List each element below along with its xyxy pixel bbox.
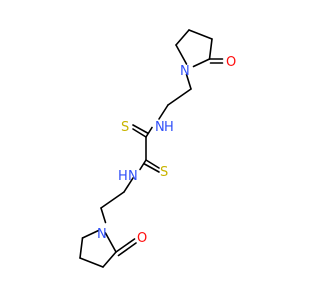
atom-s-upper: S (121, 120, 129, 135)
atom-o-lower: O (137, 231, 147, 246)
atom-n-ring-lower: N (97, 227, 107, 242)
atom-n-amide-upper: N (155, 120, 165, 135)
atom-nh-upper: N H (155, 120, 174, 135)
atom-h-upper: H (164, 120, 174, 135)
atom-s-lower: S (160, 165, 168, 180)
atom-n-amide-lower: N (128, 169, 138, 184)
atom-nh-lower: H N (118, 169, 138, 184)
bond-skeleton (79, 29, 224, 268)
atom-h-lower: H (118, 169, 128, 184)
molecule-structure: O N N H S S H N N O (79, 29, 236, 268)
atom-o-upper: O (226, 55, 236, 70)
atom-n-ring-upper: N (180, 64, 190, 79)
atom-labels: O N N H S S H N N O (97, 55, 236, 246)
